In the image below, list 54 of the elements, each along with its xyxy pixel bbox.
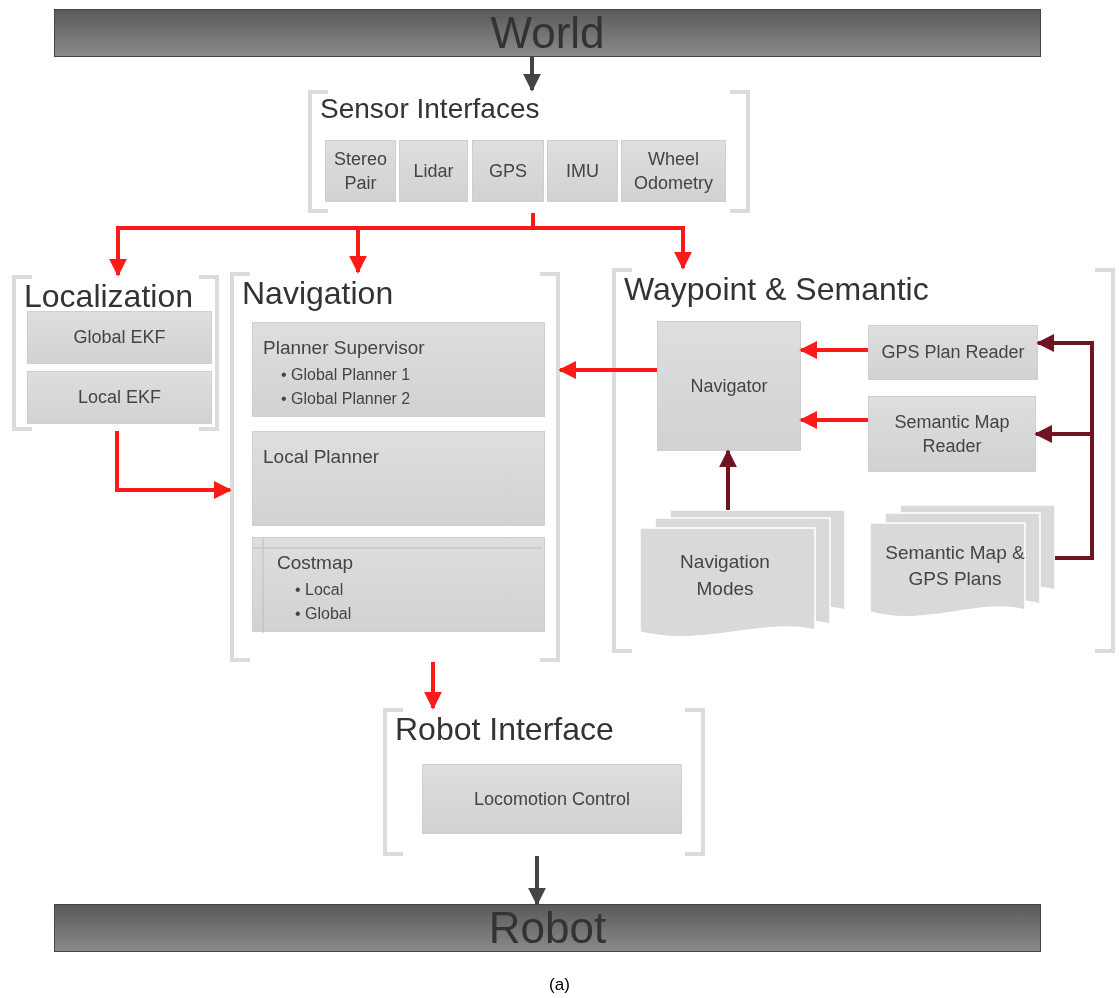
list-item: • Global Planner 1 <box>281 364 411 385</box>
module-box <box>547 140 618 202</box>
arrow <box>558 361 657 379</box>
module-label: Wheel Odometry <box>633 147 714 195</box>
module-box <box>657 321 801 451</box>
module-label: Stereo Pair <box>332 147 388 195</box>
module-label: Costmap <box>277 551 354 575</box>
arrow <box>523 57 541 92</box>
module-label: Lidar <box>413 159 454 183</box>
module-label: Locomotion Control <box>473 787 631 811</box>
module-box <box>252 431 545 526</box>
node-label: Navigation Modes <box>679 550 771 601</box>
arrow <box>115 431 232 499</box>
list-item: • Global <box>295 603 352 624</box>
list-item: • Global Planner 2 <box>281 388 411 409</box>
list-item: • Local <box>295 579 345 600</box>
module-box <box>27 311 212 364</box>
module-label: Local Planner <box>263 445 380 469</box>
arrow <box>799 341 868 359</box>
group-title: Localization <box>24 279 193 315</box>
module-box <box>868 396 1036 472</box>
group-title: Waypoint & Semantic <box>624 272 929 308</box>
arrow <box>528 856 546 906</box>
module-box <box>252 537 545 632</box>
module-box <box>422 764 682 834</box>
arrow <box>799 411 868 429</box>
module-label: Semantic Map Reader <box>893 410 1011 458</box>
arrow <box>1034 425 1094 560</box>
module-box <box>27 371 212 424</box>
module-box <box>868 325 1038 380</box>
module-label: IMU <box>566 159 599 183</box>
module-box <box>621 140 726 202</box>
module-box <box>325 140 396 202</box>
arrow <box>424 662 442 710</box>
banner-bar <box>54 9 1041 57</box>
figure-caption: (a) <box>548 975 571 995</box>
group-title: Sensor Interfaces <box>320 94 540 125</box>
group-title: Navigation <box>242 276 394 312</box>
module-box <box>472 140 544 202</box>
module-label: Planner Supervisor <box>263 336 425 360</box>
arrow <box>531 213 692 270</box>
node-label: Semantic Map & GPS Plans <box>885 540 1025 592</box>
module-label: Global EKF <box>73 326 166 350</box>
banner-title: World <box>490 11 605 55</box>
module-box <box>399 140 468 202</box>
banner-title: Robot <box>488 906 607 950</box>
banner-bar <box>54 904 1041 952</box>
module-label: Local EKF <box>77 386 161 410</box>
module-label: GPS Plan Reader <box>881 341 1025 365</box>
arrow <box>719 449 737 510</box>
group-title: Robot Interface <box>395 712 614 748</box>
module-box <box>252 322 545 417</box>
module-label: GPS <box>489 159 527 183</box>
module-label: Navigator <box>690 374 768 398</box>
